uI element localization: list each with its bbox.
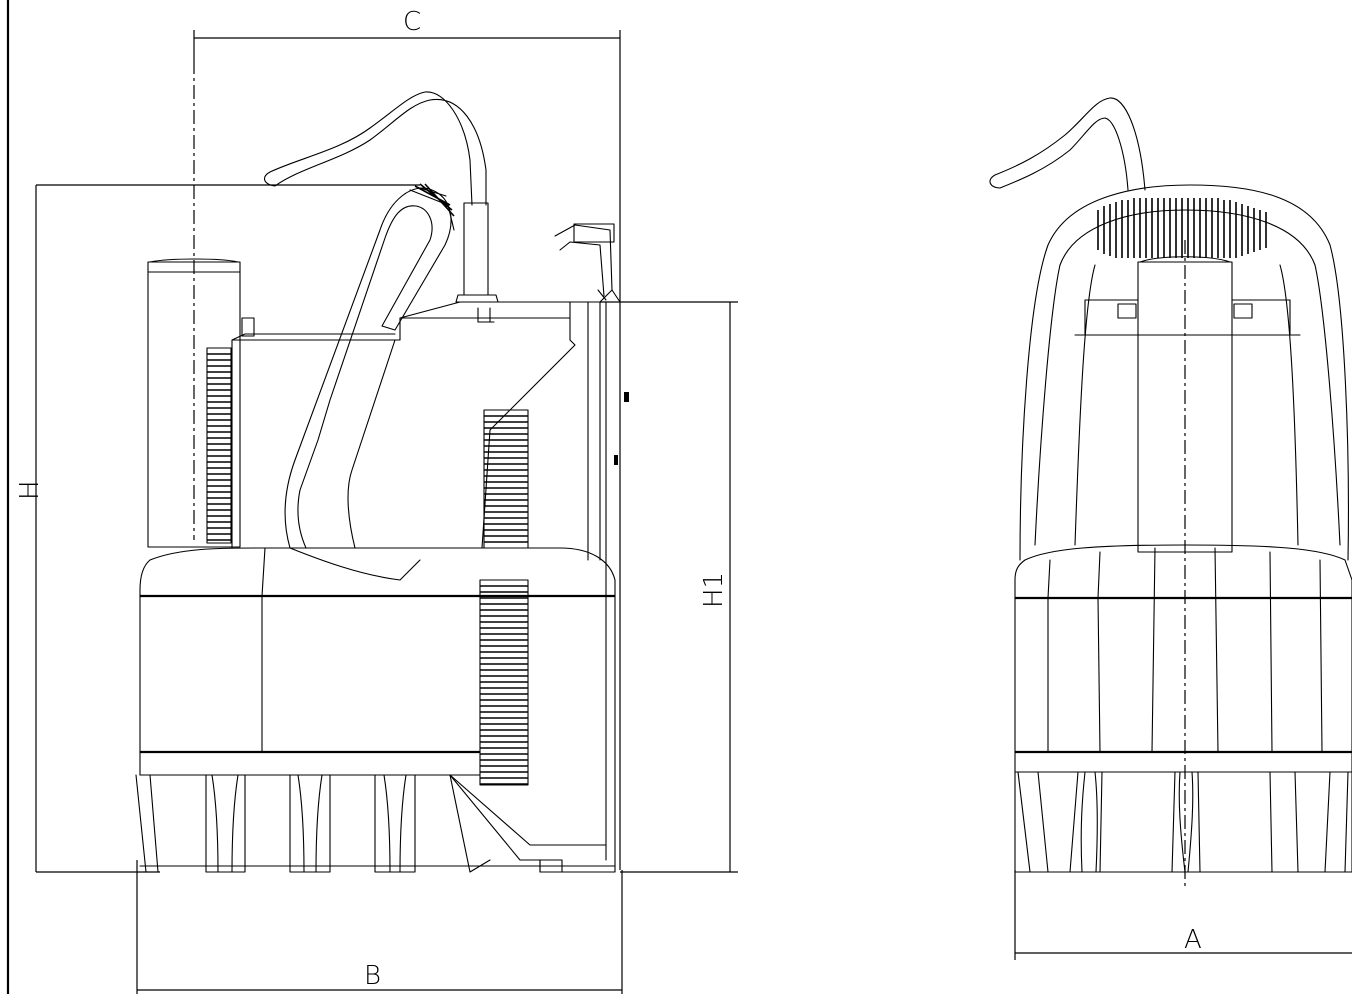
outlet-pipe bbox=[147, 261, 241, 548]
pump-base bbox=[139, 547, 616, 873]
dimension-c-label: C bbox=[403, 7, 421, 37]
pump-feet bbox=[135, 774, 491, 873]
dimension-h1: H1 bbox=[600, 301, 738, 873]
left-vent-grille bbox=[206, 347, 232, 544]
front-carry-handle bbox=[1019, 184, 1349, 561]
front-handle-grip bbox=[1097, 198, 1267, 258]
dimension-h1-label: H1 bbox=[699, 572, 729, 608]
right-vent-grille-lower bbox=[479, 579, 529, 786]
front-power-cable bbox=[989, 97, 1146, 191]
front-view: A bbox=[989, 97, 1352, 960]
front-pump-base bbox=[1014, 544, 1352, 873]
side-view: C H H1 B bbox=[15, 7, 738, 994]
front-pump-feet bbox=[1017, 771, 1349, 873]
dimension-c: C bbox=[193, 7, 621, 870]
dimension-b: B bbox=[136, 860, 623, 994]
motor-housing bbox=[231, 301, 576, 549]
dimension-a: A bbox=[1014, 870, 1352, 960]
front-center-column bbox=[1137, 261, 1233, 553]
cable-gland bbox=[463, 202, 489, 296]
carry-handle bbox=[284, 187, 452, 549]
right-vent-grille-upper bbox=[483, 409, 529, 549]
dimension-b-label: B bbox=[364, 961, 381, 991]
dimension-a-label: A bbox=[1184, 925, 1202, 955]
dimension-h: H bbox=[15, 184, 420, 873]
dimension-h-label: H bbox=[15, 480, 45, 500]
side-column bbox=[569, 301, 607, 561]
power-cable bbox=[264, 91, 487, 206]
